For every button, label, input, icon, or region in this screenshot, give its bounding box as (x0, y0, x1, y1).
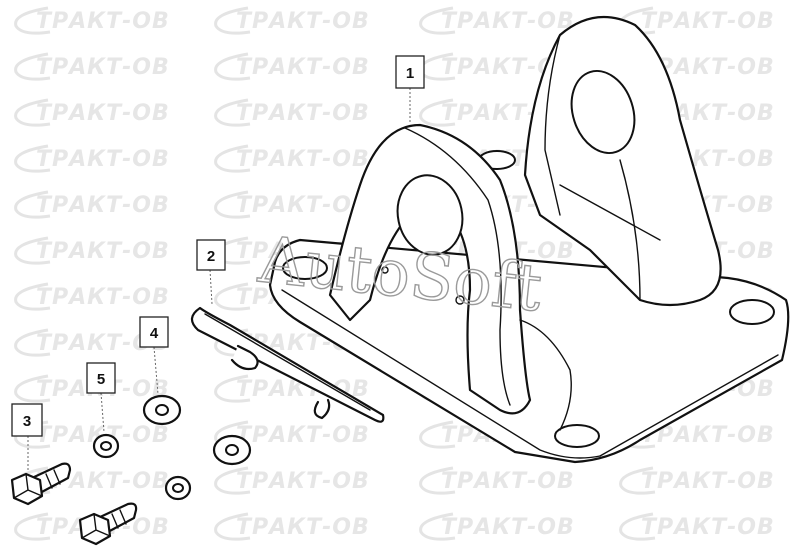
watermark-brand-text: ТРАКТ-ОВ (36, 285, 170, 310)
watermark-brand-text: ТРАКТ-ОВ (236, 147, 370, 172)
watermark-swoosh-icon (14, 190, 51, 219)
watermark-swoosh-icon (14, 98, 51, 127)
watermark-swoosh-icon (214, 282, 251, 311)
callout-3: 3 (11, 403, 43, 437)
callout-3-label: 3 (23, 413, 31, 430)
watermark-brand-text: ТРАКТ-ОВ (641, 9, 775, 34)
cotter-pin-body (190, 306, 385, 423)
watermark-brand-text: ТРАКТ-ОВ (36, 55, 170, 80)
watermark-swoosh-icon (419, 98, 456, 127)
watermark-brand-text: ТРАКТ-ОВ (236, 469, 370, 494)
watermark-brand-text: ТРАКТ-ОВ (36, 193, 170, 218)
watermark-swoosh-icon (14, 144, 51, 173)
spring-washer-part (92, 433, 192, 501)
watermark-brand-text: ТРАКТ-ОВ (441, 469, 575, 494)
callout-2-label: 2 (207, 248, 215, 265)
watermark-brand-text: ТРАКТ-ОВ (36, 239, 170, 264)
watermark-swoosh-icon (214, 52, 251, 81)
watermark-swoosh-icon (214, 374, 251, 403)
callout-leaders (27, 88, 411, 470)
flat-washer-part (142, 394, 252, 466)
plate-hole-left (282, 256, 328, 280)
cotter-pin-eye-hook (230, 344, 259, 371)
watermark-swoosh-icon (214, 98, 251, 127)
watermark-swoosh-icon (214, 6, 251, 35)
watermark-brand-text: ТРАКТ-ОВ (36, 101, 170, 126)
watermark-brand-text: ТРАКТ-ОВ (36, 147, 170, 172)
rear-lug-eye (570, 69, 636, 155)
watermark-swoosh-icon (14, 512, 51, 541)
watermark-swoosh-icon (14, 282, 51, 311)
watermark-swoosh-icon (214, 190, 251, 219)
watermark-swoosh-icon (619, 466, 656, 495)
cotter-pin-part (190, 306, 385, 423)
watermark-swoosh-icon (14, 328, 51, 357)
watermark-brand-text: ТРАКТ-ОВ (36, 9, 170, 34)
plate-hole-front (554, 424, 600, 448)
watermark-swoosh-icon (619, 512, 656, 541)
watermark-swoosh-icon (14, 52, 51, 81)
watermark-brand-text: ТРАКТ-ОВ (236, 515, 370, 540)
watermark-swoosh-icon (419, 466, 456, 495)
watermark-brand-text: ТРАКТ-ОВ (236, 55, 370, 80)
watermark-brand-text: ТРАКТ-ОВ (236, 193, 370, 218)
callout-1-label: 1 (406, 65, 414, 82)
cotter-pin-tail-hook (313, 398, 331, 420)
front-lug-eye (396, 174, 464, 256)
callout-4-label: 4 (150, 325, 159, 342)
watermark-swoosh-icon (14, 236, 51, 265)
watermark-brand-text: ТРАКТ-ОВ (441, 515, 575, 540)
watermark-swoosh-icon (419, 6, 456, 35)
callout-2: 2 (196, 239, 226, 271)
watermark-swoosh-icon (14, 374, 51, 403)
watermark-brand-text: ТРАКТ-ОВ (236, 9, 370, 34)
callout-4: 4 (139, 316, 169, 348)
watermark-swoosh-icon (419, 512, 456, 541)
watermark-swoosh-icon (214, 144, 251, 173)
callout-5-label: 5 (97, 371, 105, 388)
watermark-brand-text: ТРАКТ-ОВ (236, 101, 370, 126)
watermark-swoosh-icon (419, 420, 456, 449)
bracket-part (268, 15, 790, 464)
hex-bolt-part (10, 462, 138, 546)
watermark-swoosh-icon (14, 6, 51, 35)
watermark-swoosh-icon (214, 466, 251, 495)
watermark-brand-text: ТРАКТ-ОВ (641, 515, 775, 540)
watermark-swoosh-icon (214, 512, 251, 541)
watermark-brand-text: ТРАКТ-ОВ (236, 423, 370, 448)
plate-hole-right (729, 299, 775, 325)
watermark-brand-text: ТРАКТ-ОВ (441, 9, 575, 34)
callout-5: 5 (86, 362, 116, 394)
callout-1: 1 (395, 55, 425, 89)
watermark-brand-text: ТРАКТ-ОВ (641, 469, 775, 494)
